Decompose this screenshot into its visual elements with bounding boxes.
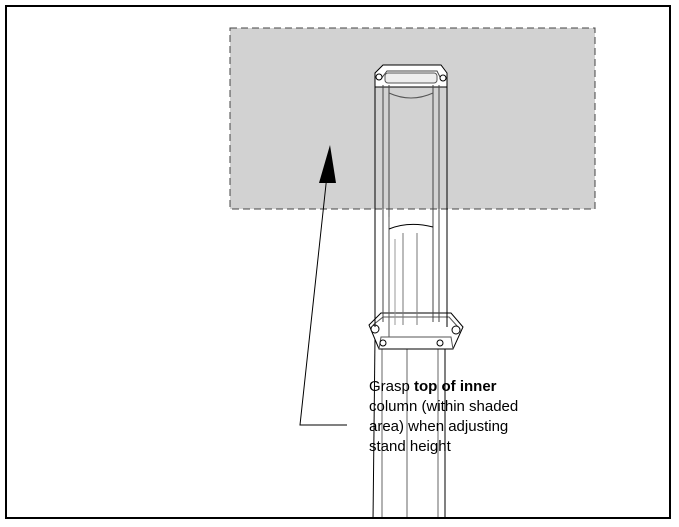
callout-bold-text: top of inner [414, 378, 497, 395]
callout-line-2: column (within shaded [369, 398, 519, 415]
inner-column [374, 64, 448, 337]
callout-leader [299, 174, 347, 426]
diagram-frame: Grasp top of inner column (within shaded… [5, 5, 671, 519]
callout-line-3: area) when adjusting [369, 418, 509, 435]
shaded-grasp-area [229, 27, 596, 210]
callout-line-4: stand height [369, 438, 451, 455]
callout-arrowhead [319, 145, 336, 183]
callout-text: Grasp top of inner column (within shaded… [369, 377, 539, 457]
callout-line-1: Grasp top of inner [369, 378, 497, 395]
stand-column-illustration [229, 27, 596, 517]
